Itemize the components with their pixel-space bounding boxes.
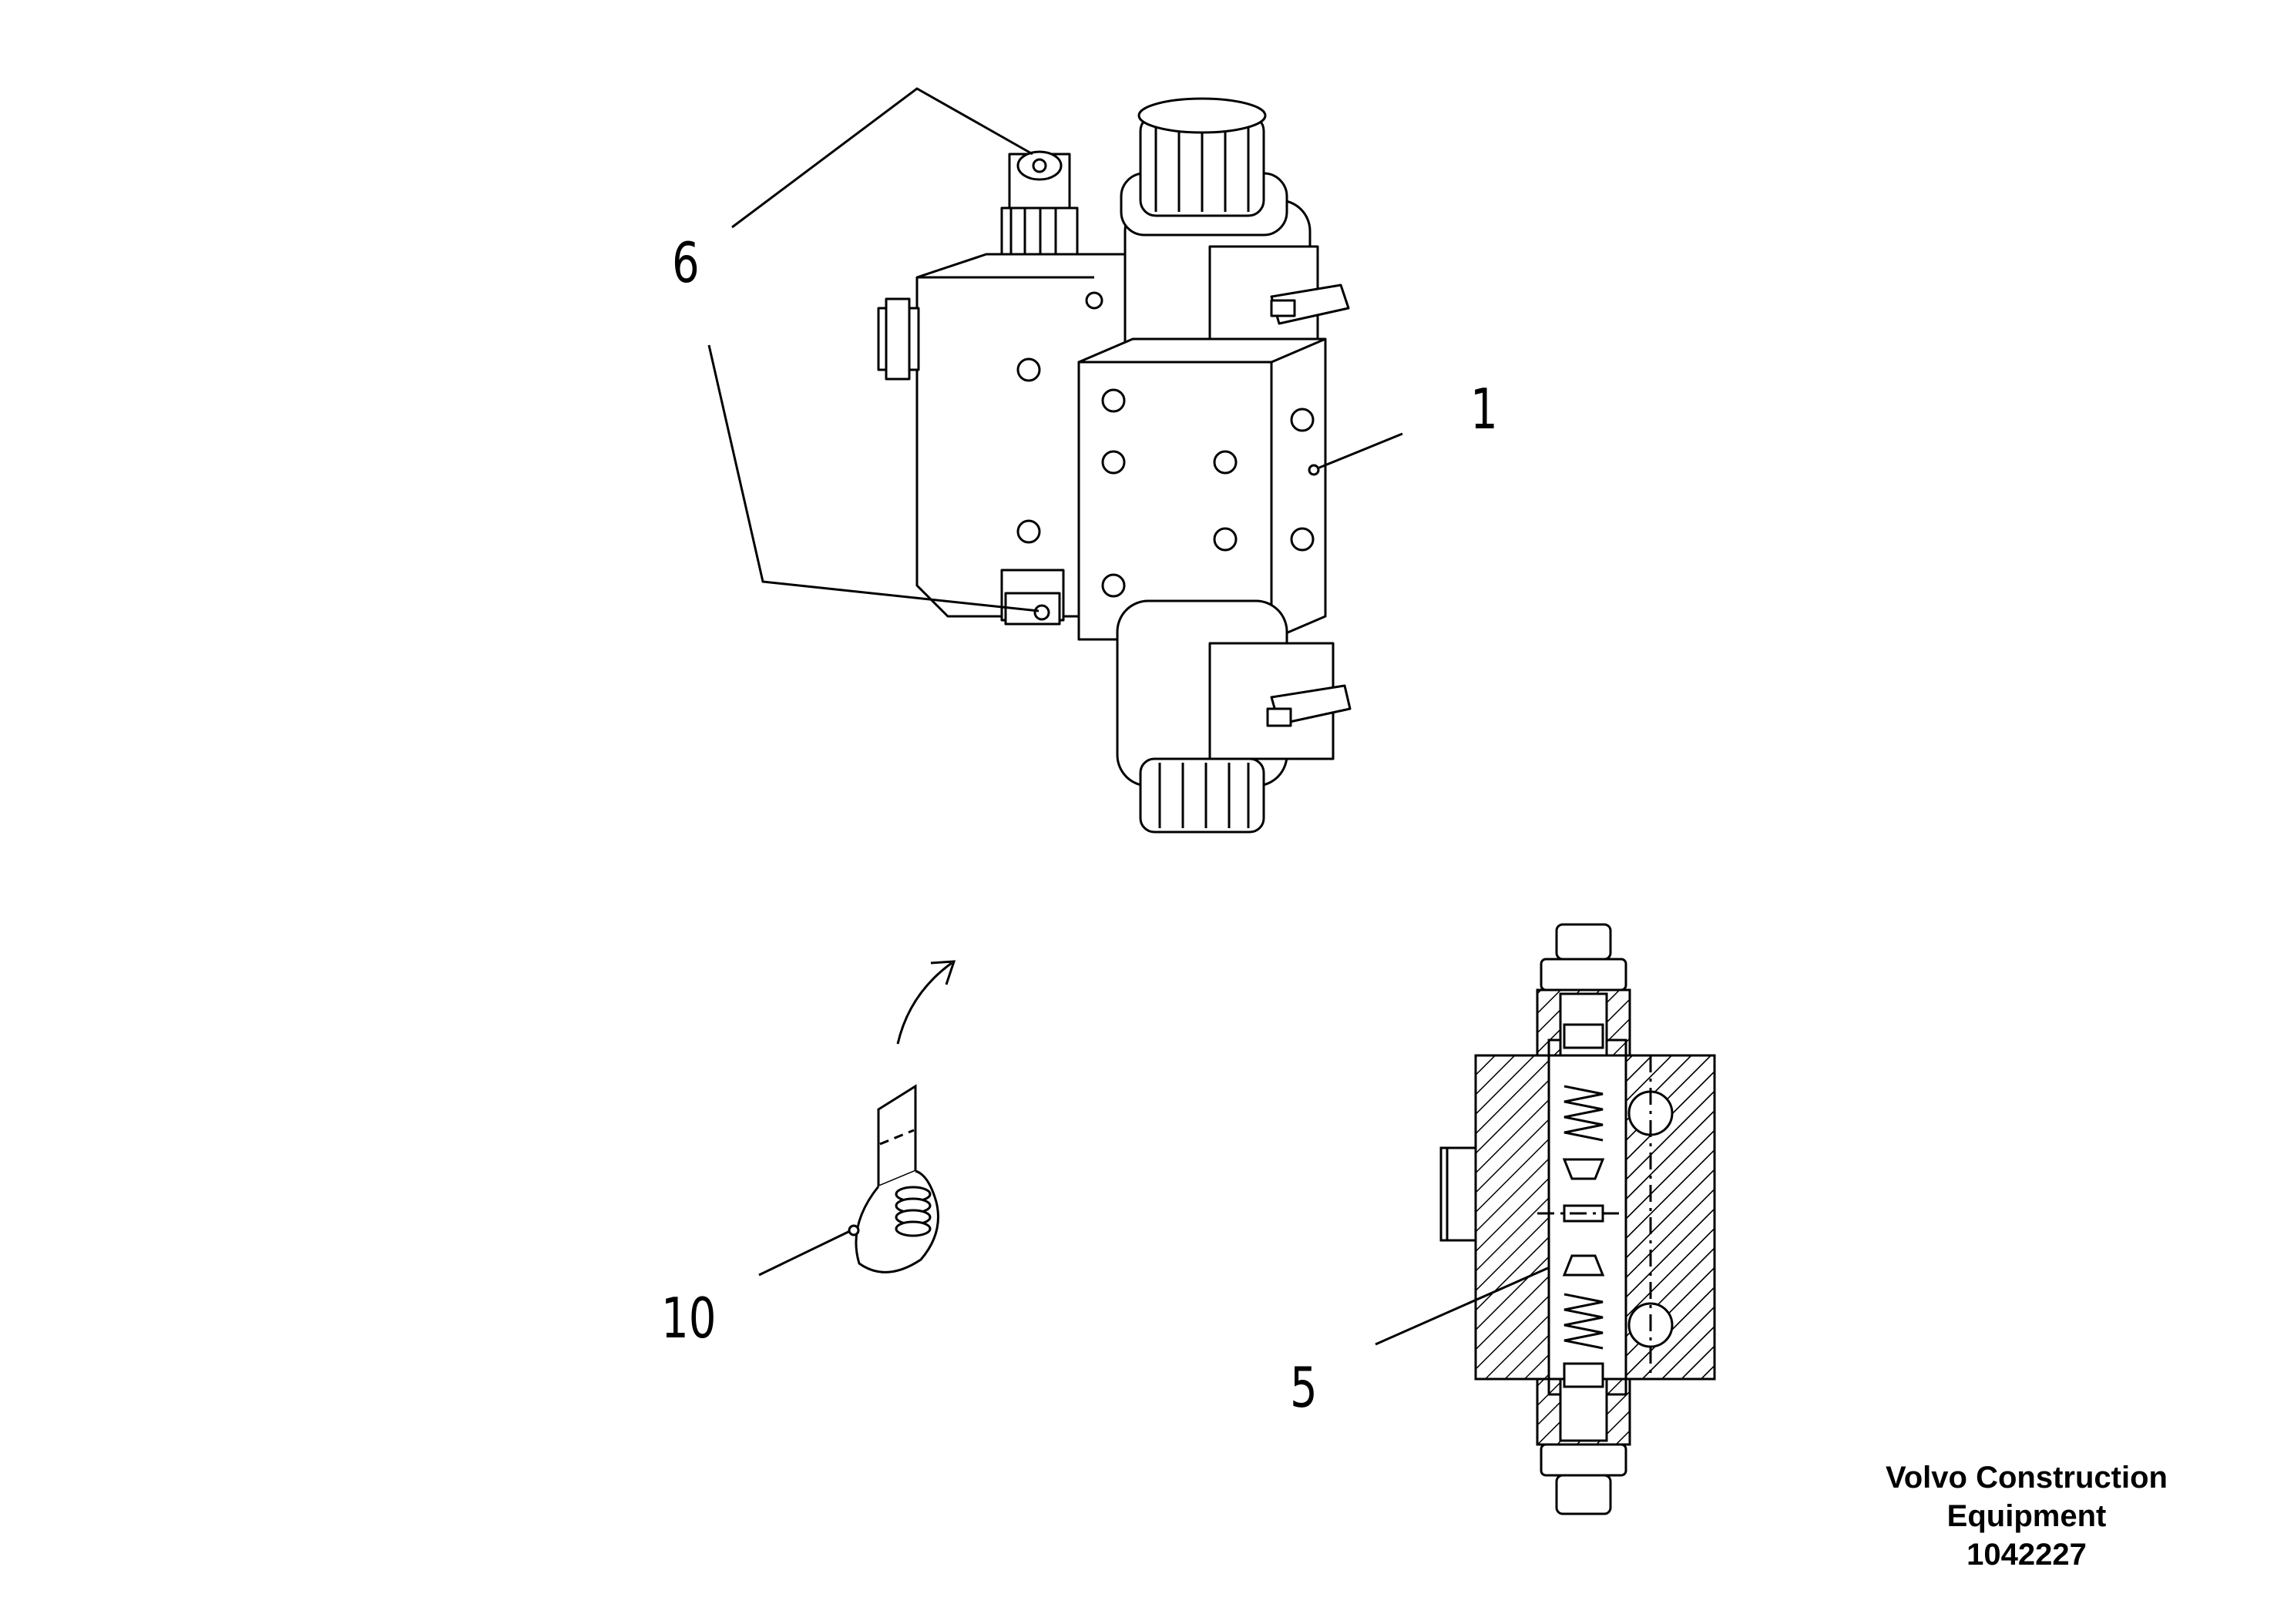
leader-10: [758, 1229, 852, 1277]
solenoid-upper: [1120, 97, 1350, 379]
spring-lower-icon: [1562, 1254, 1605, 1388]
callout-5: 5: [1290, 1355, 1318, 1420]
drawing-number: 1042227: [1967, 1538, 2087, 1572]
leader-1: [1318, 432, 1403, 469]
cartridge-bottom: [1000, 569, 1065, 626]
main-valve-block: [1077, 337, 1327, 641]
valve-assembly: [877, 97, 1352, 834]
label-tag: [848, 1084, 939, 1273]
leader-6-top: [731, 87, 1033, 229]
company-name-line2: Equipment: [1946, 1499, 2107, 1533]
callout-10: 10: [661, 1286, 717, 1351]
section-view: [1439, 923, 1716, 1515]
spring-icon: [895, 1186, 932, 1237]
solenoid-lower: [1116, 599, 1352, 834]
company-name-line1: Volvo Construction: [1886, 1461, 2168, 1495]
leader-6-bottom: [707, 344, 1040, 612]
spring-upper-icon: [1562, 1023, 1605, 1180]
rotation-arrow-icon: [896, 960, 956, 1045]
callout-1: 1: [1470, 377, 1498, 441]
callout-6: 6: [672, 230, 700, 295]
